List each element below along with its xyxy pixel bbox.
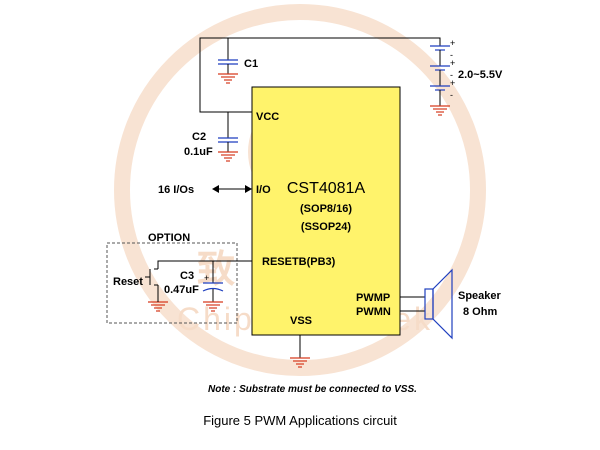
chip-body [251,86,401,336]
vss-ground [290,335,310,368]
battery-plus-3: + [450,78,455,88]
io-arrow [212,185,252,193]
substrate-note: Note : Substrate must be connected to VS… [208,384,417,395]
c2-label: C2 [192,131,206,143]
battery-plus-1: + [450,38,455,48]
pin-resetb: RESETB(PB3) [262,256,336,268]
c3-label: C3 [180,270,194,282]
c1-label: C1 [244,58,258,70]
chip-package-1: (SOP8/16) [300,203,352,215]
c3-plus: + [204,273,209,283]
vcc-wire [199,37,441,113]
pin-pwmn: PWMN [356,306,391,318]
option-box [106,242,238,324]
battery-minus-3: - [450,90,453,100]
speaker-icon [400,268,453,340]
reset-switch [145,268,168,312]
chip-name: CST4081A [287,180,366,197]
c3-value: 0.47uF [164,284,199,296]
pin-vss: VSS [290,315,312,327]
figure-caption: Figure 5 PWM Applications circuit [203,413,397,428]
battery-plus-2: + [450,58,455,68]
speaker-value: 8 Ohm [463,306,497,318]
c1-capacitor [218,38,238,84]
c2-capacitor [218,112,238,162]
battery-range: 2.0~5.5V [458,69,503,81]
battery-minus-1: - [450,50,453,60]
battery-minus-2: - [450,70,453,80]
chip-package-2: (SSOP24) [301,221,351,233]
battery [430,45,450,116]
c3-capacitor [202,261,224,312]
io-count: 16 I/Os [158,184,194,196]
speaker-label: Speaker [458,290,502,302]
reset-wire [157,260,252,269]
pin-pwmp: PWMP [356,292,390,304]
pin-io: I/O [256,184,271,196]
reset-label: Reset [113,276,143,288]
option-label: OPTION [148,232,190,244]
c2-value: 0.1uF [184,146,213,158]
pin-vcc: VCC [256,111,279,123]
